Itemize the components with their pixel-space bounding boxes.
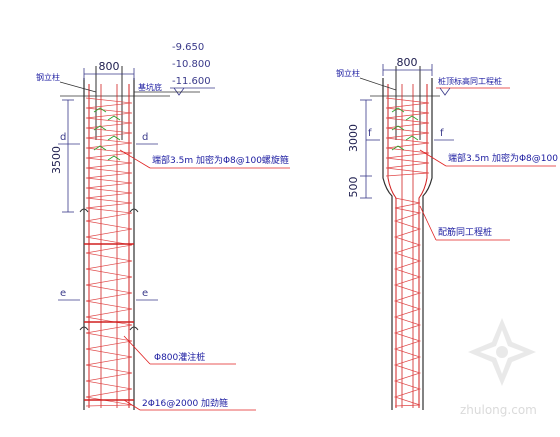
right-dense-zone-marks — [391, 107, 419, 151]
left-dim-3500-text: 3500 — [50, 146, 63, 174]
spiral-stirrup-path — [385, 97, 430, 177]
left-dense-zone-marks — [93, 107, 121, 161]
right-rebar-2 — [418, 84, 428, 408]
right-stirrup-note: 端部3.5m 加密为Φ8@100 — [448, 152, 558, 164]
watermark: zhulong.com — [460, 318, 537, 417]
left-pile-note-leader — [123, 335, 151, 365]
left-steel-column-label: 钢立柱 — [36, 72, 60, 82]
left-stiffener-note-leader — [123, 399, 141, 411]
right-rebar-note-leader — [419, 205, 437, 241]
right-top-note: 桩顶标高同工程桩 — [438, 76, 502, 86]
left-section-e-right: e — [142, 288, 148, 299]
watermark-text: zhulong.com — [460, 403, 537, 417]
right-section-f-left: f — [368, 128, 372, 139]
spiral-stirrup-path — [393, 197, 422, 407]
left-spiral-stirrups — [85, 97, 133, 407]
right-pile-outline-right — [422, 78, 433, 410]
right-steel-column-leader — [359, 77, 397, 91]
right-stirrup-leader — [419, 149, 447, 167]
right-spiral-stirrups — [385, 97, 430, 407]
right-top-triangle — [439, 87, 451, 96]
left-elev-3: -11.600 — [172, 76, 211, 87]
left-section-d-left: d — [60, 132, 66, 143]
right-width-dim-text: 800 — [397, 56, 418, 69]
left-pile-note: Φ800灌注桩 — [154, 351, 205, 363]
left-elev-triangle — [173, 87, 185, 96]
right-pile-outline-left — [382, 78, 393, 410]
right-pile: 800 钢立柱 桩顶标高同工程桩 3000 500 f f 端部3.5m 加密为… — [336, 56, 558, 410]
left-elev-1: -9.650 — [172, 42, 204, 53]
left-stirrup-leader — [119, 149, 151, 169]
left-break-mark-2 — [79, 326, 139, 331]
left-stiffener-note: 2Φ16@2000 加劲箍 — [142, 397, 228, 409]
left-elev-2: -10.800 — [172, 59, 211, 70]
left-pit-bottom-label: 基坑底 — [138, 82, 162, 92]
right-rebar-note: 配筋同工程桩 — [438, 226, 492, 238]
right-steel-column-label: 钢立柱 — [336, 68, 360, 78]
left-width-dim-text: 800 — [99, 60, 120, 73]
right-dim-500-text: 500 — [347, 177, 360, 198]
right-section-f-right: f — [440, 128, 444, 139]
left-section-e-left: e — [60, 288, 66, 299]
left-steel-column-leader — [59, 81, 97, 93]
spiral-stirrup-path — [85, 97, 133, 407]
left-stirrup-note: 端部3.5m 加密为Φ8@100螺旋箍 — [152, 154, 289, 166]
watermark-logo-icon — [468, 318, 536, 386]
left-break-mark-1 — [79, 208, 139, 213]
left-pile: 800 钢立柱 -9.650 -10.800 -11.600 基坑底 3500 … — [36, 42, 290, 411]
left-section-d-right: d — [142, 132, 148, 143]
right-dim-3000-text: 3000 — [347, 124, 360, 152]
